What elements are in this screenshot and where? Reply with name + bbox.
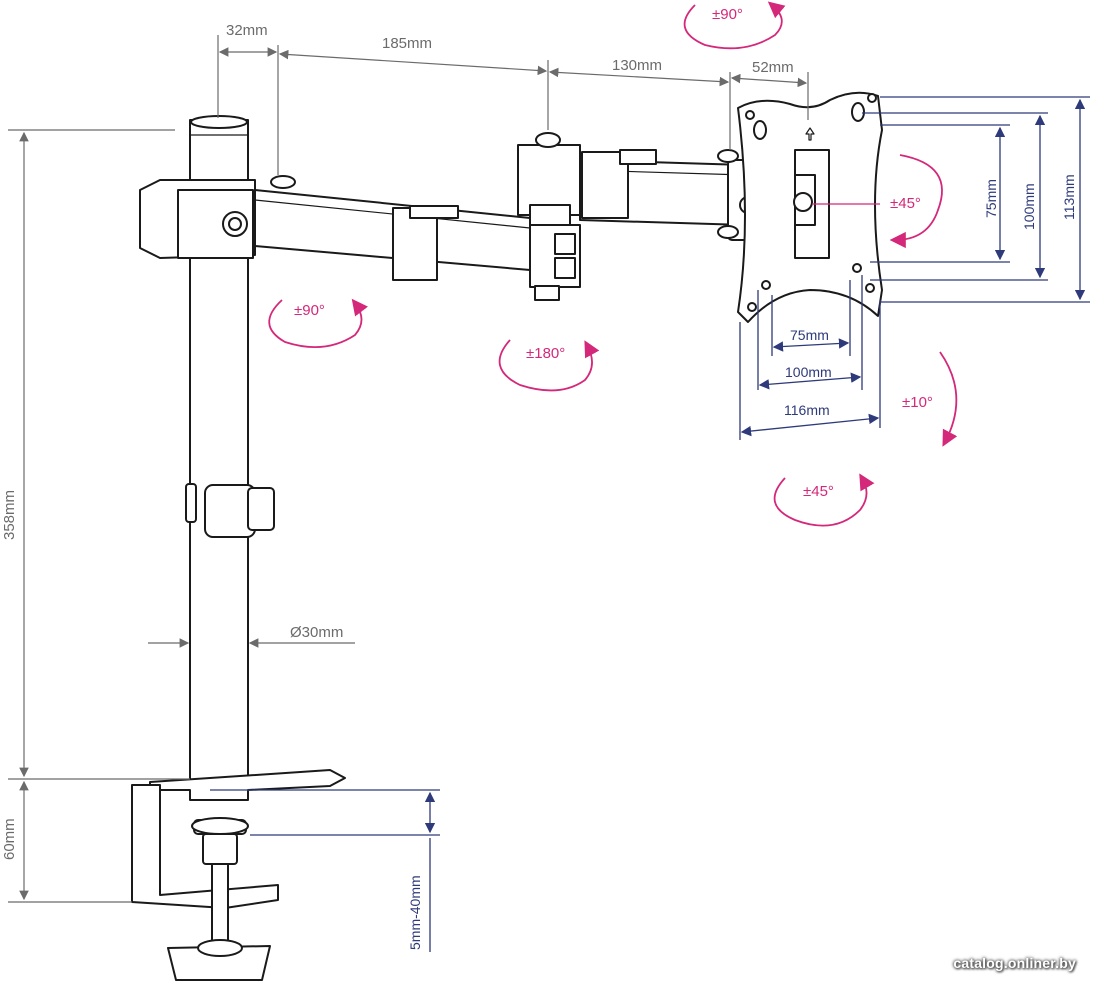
vesa-plate — [737, 91, 883, 323]
rotation-arc-tilt — [939, 351, 958, 447]
cable-clip — [185, 483, 275, 538]
dimension-labels: 32mm 185mm 130mm 52mm 358mm Ø30mm 60mm 5… — [1, 6, 1077, 950]
rotation-arc-joint — [498, 339, 600, 392]
label-rotation-top: ±90° — [712, 6, 743, 23]
arm-segment-2 — [579, 149, 746, 226]
blue-dimensions — [210, 96, 1090, 952]
label-vesa-h75: 75mm — [790, 327, 829, 343]
label-arm2: 130mm — [612, 57, 662, 74]
rotation-arcs — [268, 1, 958, 527]
label-vesa-h116: 116mm — [784, 402, 830, 418]
label-vesa-v100: 100mm — [1021, 183, 1037, 230]
mount-body — [131, 91, 883, 981]
rotation-arc-plate — [889, 154, 943, 249]
label-rotation-swivel: ±45° — [803, 483, 834, 500]
label-vesa-v75: 75mm — [983, 179, 999, 218]
label-pole-height: 358mm — [1, 490, 18, 540]
rotation-arc-top — [683, 1, 786, 50]
label-arm1: 185mm — [382, 35, 432, 52]
label-vesa-v113: 113mm — [1061, 174, 1077, 220]
label-rotation-tilt: ±10° — [902, 394, 933, 411]
gray-dimensions — [8, 35, 809, 903]
rotation-arc-swivel — [773, 473, 875, 527]
label-rotation-base: ±90° — [294, 302, 325, 319]
elbow-joint — [517, 132, 581, 301]
label-rotation-joint: ±180° — [526, 345, 565, 362]
label-pole-diameter: Ø30mm — [290, 624, 343, 641]
arm-collar — [139, 175, 296, 259]
label-arm-offset: 32mm — [226, 22, 268, 39]
desk-clamp — [131, 769, 346, 981]
rotation-arc-base — [268, 298, 368, 348]
label-vesa-h100: 100mm — [785, 364, 832, 380]
watermark: catalog.onliner.by — [953, 955, 1076, 971]
label-head: 52mm — [752, 59, 794, 76]
label-clamp-height: 60mm — [1, 818, 18, 860]
label-desk-thickness: 5mm-40mm — [407, 875, 423, 950]
arm-segment-1 — [254, 189, 531, 281]
label-rotation-plate: ±45° — [890, 195, 921, 212]
